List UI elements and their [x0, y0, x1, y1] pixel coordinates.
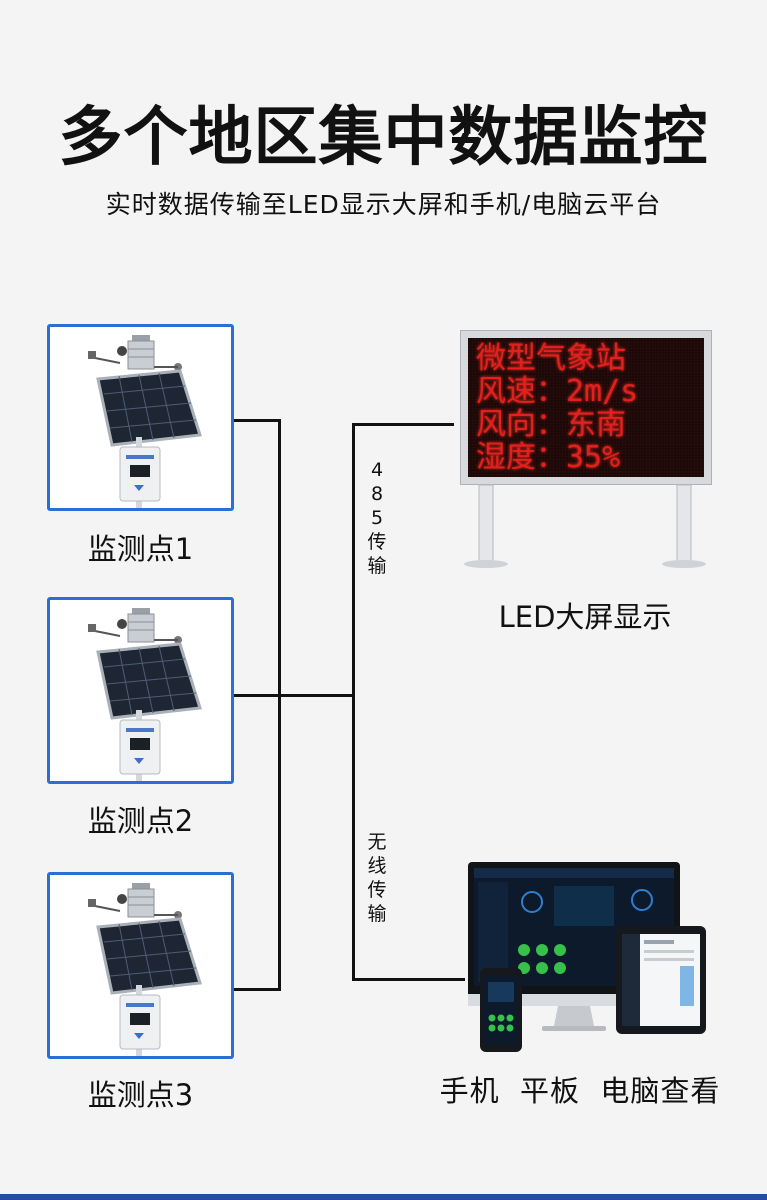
bottom-accent-bar: [0, 1194, 767, 1200]
weather-station-icon: [88, 883, 202, 1056]
station-image-3: [47, 872, 234, 1059]
phone-icon: [480, 968, 522, 1052]
led-display: 微型气象站 风速：2m/s 风向：东南 湿度：35%: [454, 328, 716, 573]
led-row: 微型气象站: [476, 341, 626, 376]
station-image-2: [47, 597, 234, 784]
weather-station-icon: [88, 608, 202, 781]
link-char: 输: [367, 555, 387, 577]
link-char: 8: [370, 483, 384, 505]
led-row: 湿度：35%: [476, 440, 621, 475]
link-char: 5: [370, 507, 384, 529]
devices-label: 手机 平板 电脑查看: [439, 1074, 721, 1108]
wireless-link-label: 无 线 传 输: [364, 830, 390, 926]
link-char: 输: [367, 903, 387, 925]
link-char: 无: [367, 831, 387, 853]
tablet-icon: [616, 926, 706, 1034]
devices-illustration: [468, 862, 706, 1052]
connector-line: [352, 978, 465, 981]
led-panel-frame: 微型气象站 风速：2m/s 风向：东南 湿度：35%: [460, 330, 712, 485]
weather-station-icon: [88, 335, 202, 508]
station-label-2: 监测点2: [87, 804, 194, 838]
connector-line: [234, 988, 280, 991]
led-row: 风速：2m/s: [476, 374, 639, 409]
page-title: 多个地区集中数据监控: [58, 101, 709, 175]
link-char: 传: [367, 531, 387, 553]
station-image-1: [47, 324, 234, 511]
station-label-1: 监测点1: [87, 532, 194, 566]
connector-line: [234, 419, 280, 422]
wired-link-label: 4 8 5 传 输: [364, 458, 390, 578]
connector-line: [352, 423, 454, 426]
led-screen: 微型气象站 风速：2m/s 风向：东南 湿度：35%: [468, 338, 704, 477]
connector-line: [278, 419, 281, 991]
connector-line: [352, 423, 355, 980]
link-char: 4: [370, 459, 384, 481]
link-char: 传: [367, 879, 387, 901]
station-label-3: 监测点3: [87, 1078, 194, 1112]
link-char: 线: [367, 855, 387, 877]
page-subtitle: 实时数据传输至LED显示大屏和手机/电脑云平台: [105, 190, 662, 219]
led-display-label: LED大屏显示: [498, 600, 672, 634]
led-stand-icon: [464, 484, 706, 568]
connector-line: [234, 694, 354, 697]
led-row: 风向：东南: [476, 407, 626, 442]
